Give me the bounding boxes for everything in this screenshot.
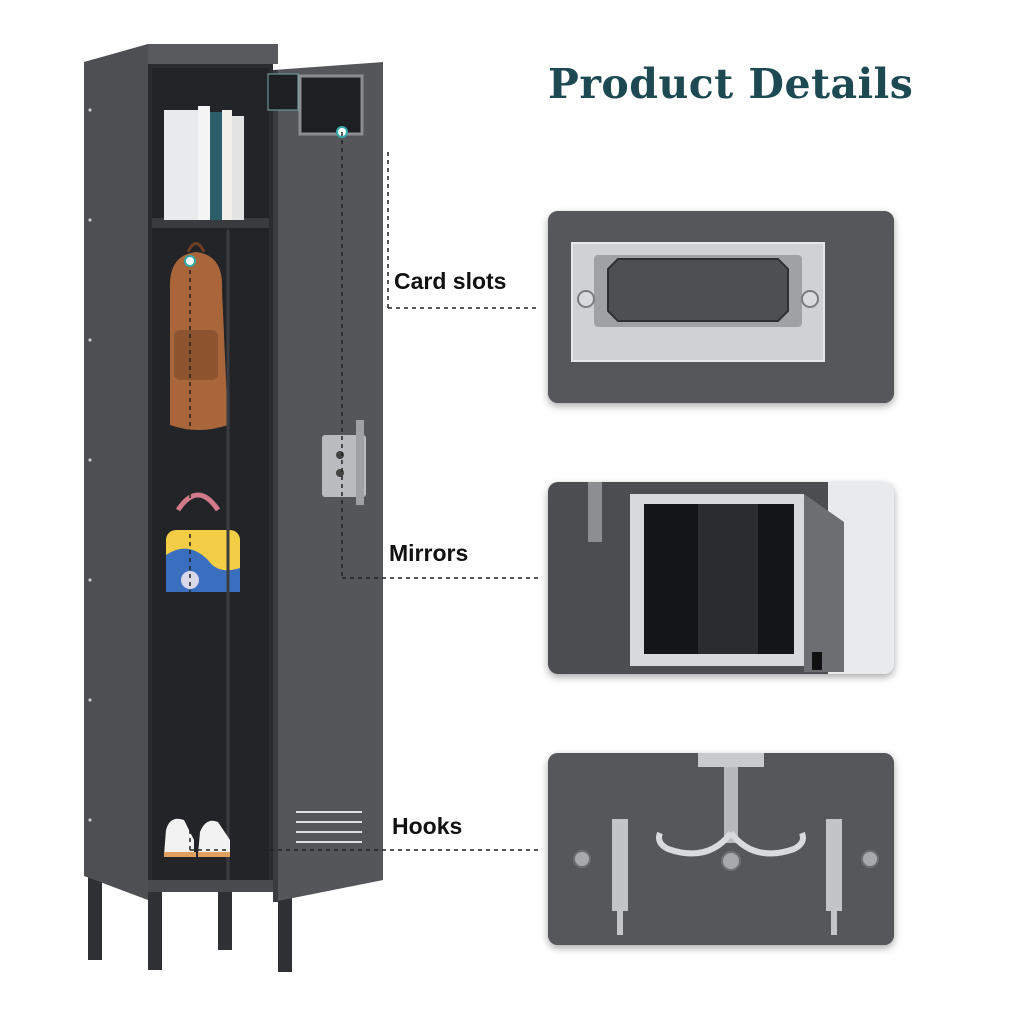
mirror-panel [548,482,894,674]
hooks-panel [548,753,894,945]
card-slot-icon [548,211,894,403]
page-title: Product Details [548,60,914,108]
feature-label-card-slots: Card slots [394,268,507,294]
card-slot-panel [548,211,894,403]
mirror-icon [548,482,894,674]
locker-illustration [84,44,383,972]
feature-label-hooks: Hooks [392,813,463,839]
feature-label-mirrors: Mirrors [389,540,469,566]
hooks-icon [548,753,894,945]
